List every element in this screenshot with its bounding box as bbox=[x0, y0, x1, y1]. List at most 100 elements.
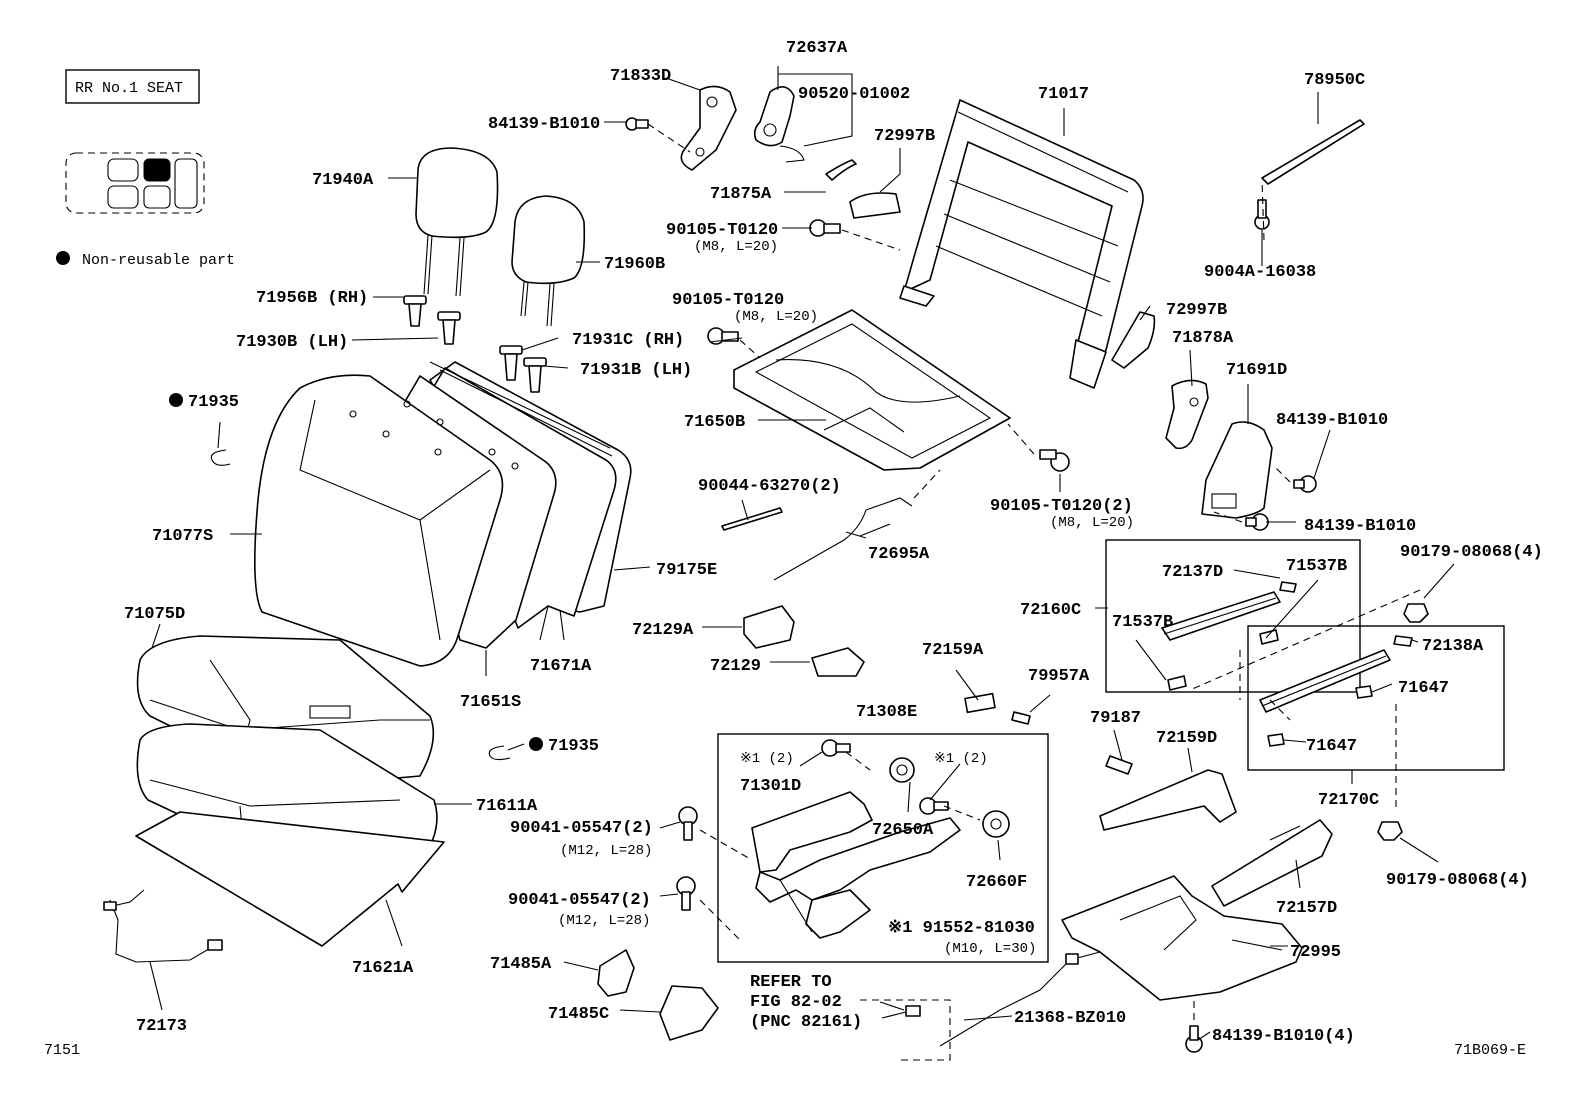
clip-72137D-icon bbox=[1279, 581, 1297, 593]
label-90041-a: 90041-05547(2) bbox=[510, 819, 653, 838]
rail-group-box-72170C bbox=[1247, 625, 1505, 771]
bolt-90105-a-icon bbox=[809, 219, 841, 237]
label-90041-a-sub: (M12, L=28) bbox=[560, 843, 652, 859]
label-72160C: 72160C bbox=[1020, 601, 1081, 620]
label-72157D: 72157D bbox=[1276, 899, 1337, 918]
harness-72173 bbox=[103, 889, 223, 963]
seatback-frame-71017 bbox=[899, 99, 1144, 389]
label-72159A: 72159A bbox=[922, 641, 984, 660]
headrest-support-71956B bbox=[403, 295, 427, 327]
label-72997B-mid: 72997B bbox=[1166, 301, 1227, 320]
headrest-support-71931C bbox=[499, 345, 523, 381]
spring-71875A bbox=[825, 159, 857, 181]
cushion-frame-71650B bbox=[733, 309, 1011, 471]
label-84139-top: 84139-B1010 bbox=[488, 115, 600, 134]
label-71875A: 71875A bbox=[710, 185, 772, 204]
headrest-71960B bbox=[511, 195, 586, 327]
lower-frame-71301D bbox=[751, 791, 961, 939]
bolt-84139-b-icon bbox=[1293, 475, 1317, 493]
seat-label-box bbox=[65, 69, 200, 104]
label-71931B: 71931B (LH) bbox=[580, 361, 692, 380]
label-71650B: 71650B bbox=[684, 413, 745, 432]
bolt-x1-a-icon bbox=[821, 739, 851, 757]
recliner-72650A bbox=[889, 757, 915, 783]
label-71308E: 71308E bbox=[856, 703, 917, 722]
label-71621A: 71621A bbox=[352, 959, 414, 978]
nut-90179-top-icon bbox=[1403, 603, 1429, 623]
bolt-90105-b-icon bbox=[707, 327, 739, 345]
label-71611A: 71611A bbox=[476, 797, 538, 816]
label-91552: ※1 91552-81030 bbox=[888, 919, 1035, 938]
cover-71691D bbox=[1201, 421, 1273, 519]
page-code: 7151 bbox=[44, 1042, 80, 1059]
label-72129: 72129 bbox=[710, 657, 761, 676]
label-90041-b: 90041-05547(2) bbox=[508, 891, 651, 910]
clip-71935-b-icon bbox=[488, 745, 511, 761]
hinge-72637A bbox=[753, 86, 805, 163]
vehicle-seat-map-icon bbox=[65, 152, 205, 214]
label-91552-sub: (M10, L=30) bbox=[944, 941, 1036, 957]
clip-71647-b bbox=[1267, 733, 1285, 747]
clip-71647-a bbox=[1355, 685, 1373, 699]
label-72137D: 72137D bbox=[1162, 563, 1223, 582]
cover-71485C bbox=[659, 985, 719, 1041]
label-72129A: 72129A bbox=[632, 621, 694, 640]
label-90520-01002: 90520-01002 bbox=[798, 85, 910, 104]
label-71485C: 71485C bbox=[548, 1005, 609, 1024]
cap-72129A bbox=[743, 605, 795, 649]
label-72695A: 72695A bbox=[868, 545, 930, 564]
non-reusable-71935-b-icon bbox=[529, 737, 543, 751]
label-78950C: 78950C bbox=[1304, 71, 1365, 90]
clip-79957A bbox=[1011, 711, 1031, 725]
label-90179-top: 90179-08068(4) bbox=[1400, 543, 1543, 562]
label-71537B-a: 71537B bbox=[1286, 557, 1347, 576]
label-84139-c: 84139-B1010 bbox=[1304, 517, 1416, 536]
label-x1-a: ※1 (2) bbox=[740, 751, 794, 767]
label-84139-d: 84139-B1010(4) bbox=[1212, 1027, 1355, 1046]
bracket-71878A bbox=[1165, 379, 1209, 450]
bolt-84139-c-icon bbox=[1245, 513, 1269, 531]
label-71833D: 71833D bbox=[610, 67, 671, 86]
rod-78950C bbox=[1261, 119, 1365, 185]
frame-group-box-71308E bbox=[717, 733, 1049, 963]
bolt-x1-b-icon bbox=[919, 797, 949, 815]
non-reusable-marker-icon bbox=[56, 251, 70, 265]
label-90105-c-sub: (M8, L=20) bbox=[1050, 515, 1134, 531]
label-90105-b: 90105-T0120 bbox=[672, 291, 784, 310]
cap-72129 bbox=[811, 647, 865, 677]
label-71935-a: 71935 bbox=[188, 393, 239, 412]
clip-71935-a-icon bbox=[210, 449, 231, 466]
bolt-90041-b-icon bbox=[676, 876, 696, 911]
label-79175E: 79175E bbox=[656, 561, 717, 580]
label-79957A: 79957A bbox=[1028, 667, 1090, 686]
refer-note-line-1: REFER TO bbox=[750, 973, 832, 992]
cable-72695A bbox=[773, 497, 913, 581]
label-9004A: 9004A-16038 bbox=[1204, 263, 1316, 282]
label-72138A: 72138A bbox=[1422, 637, 1484, 656]
label-71647-a: 71647 bbox=[1398, 679, 1449, 698]
label-x1-b: ※1 (2) bbox=[934, 751, 988, 767]
nut-90179-bot-icon bbox=[1377, 821, 1403, 841]
label-72997B-top: 72997B bbox=[874, 127, 935, 146]
label-90041-b-sub: (M12, L=28) bbox=[558, 913, 650, 929]
bolt-90041-a-icon bbox=[678, 806, 698, 841]
bolt-9004A-icon bbox=[1254, 199, 1270, 230]
label-72637A: 72637A bbox=[786, 39, 848, 58]
label-72159D: 72159D bbox=[1156, 729, 1217, 748]
seatback-cover-71077S bbox=[254, 374, 519, 667]
clip-71537B-a bbox=[1259, 629, 1279, 645]
label-71930B: 71930B (LH) bbox=[236, 333, 348, 352]
label-72650A: 72650A bbox=[872, 821, 934, 840]
tie-90044 bbox=[721, 507, 783, 531]
rail-72137D bbox=[1161, 591, 1281, 641]
clip-72138A-icon bbox=[1393, 635, 1413, 647]
rail-cover-72159D bbox=[1099, 769, 1237, 831]
label-71301D: 71301D bbox=[740, 777, 801, 796]
refer-note-line-2: FIG 82-02 bbox=[750, 993, 842, 1012]
bracket-71833D bbox=[680, 85, 737, 171]
label-71931C: 71931C (RH) bbox=[572, 331, 684, 350]
headrest-support-71931B bbox=[523, 357, 547, 393]
label-71671A: 71671A bbox=[530, 657, 592, 676]
cover-71485A bbox=[597, 949, 635, 997]
